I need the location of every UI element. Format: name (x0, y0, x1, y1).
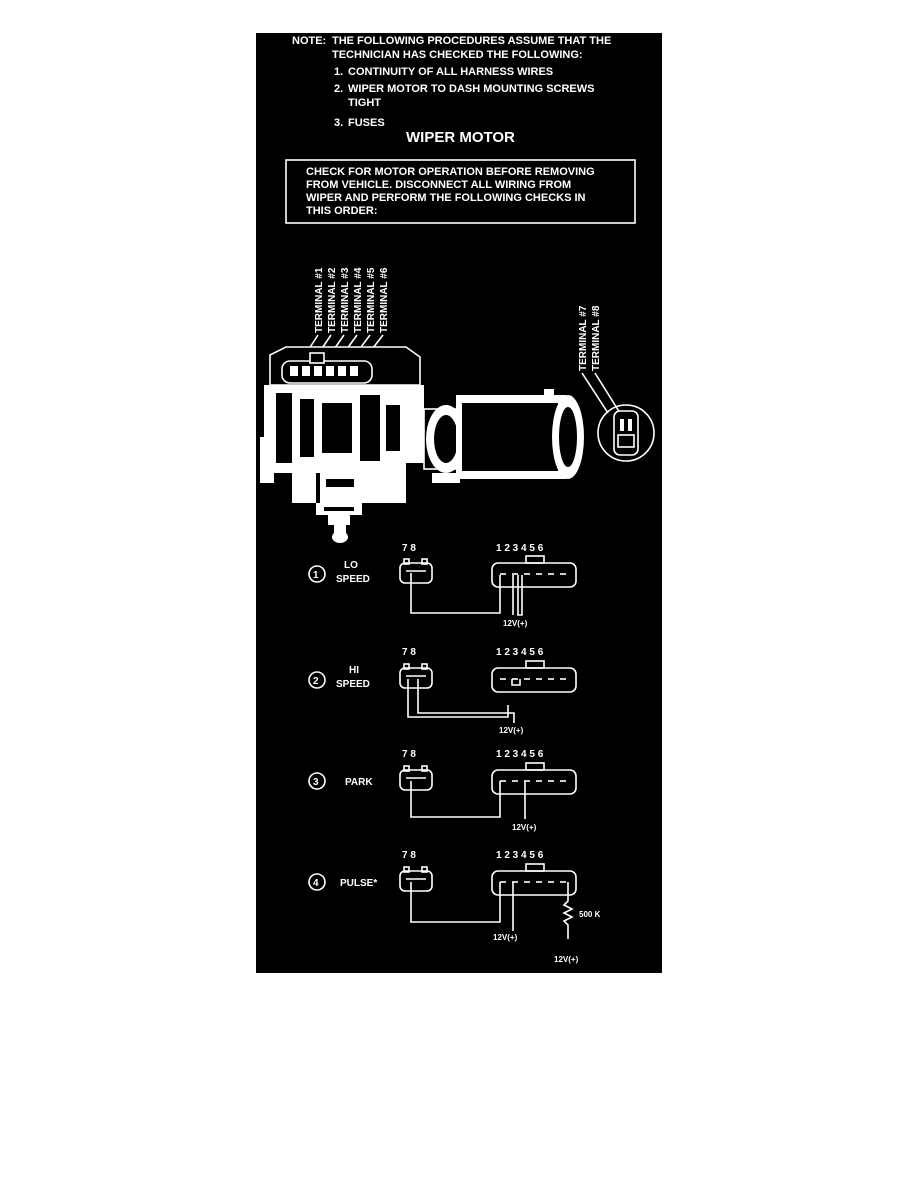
check-4: 7 8 1 2 3 4 5 6 4 PULSE* 12V(+) 500 K 12… (308, 850, 601, 964)
check-2-number: 2 (313, 676, 319, 687)
check-2-pin-numbers-large: 1 2 3 4 5 6 (496, 647, 544, 658)
check-2-pin-numbers-small: 7 8 (402, 647, 416, 658)
check-1-badge (308, 565, 326, 583)
diagram-panel: NOTE: THE FOLLOWING PROCEDURES ASSUME TH… (256, 33, 662, 973)
check-2-jumper-link (511, 679, 521, 686)
check-1-jumper-wire (410, 573, 501, 614)
check-4-small-tab-right (421, 866, 428, 873)
check-2-large-key (525, 660, 545, 669)
check-1-small-tab-left (403, 558, 410, 565)
check-1-label-line-2: SPEED (336, 574, 370, 585)
check-2-small-connector (399, 667, 433, 689)
check-4-large-connector (491, 870, 577, 896)
check-1: 7 8 1 2 3 4 5 6 1 LO SPEED 12V(+) (308, 543, 544, 628)
check-2-large-connector (491, 667, 577, 693)
check-4-resistor-symbol (562, 882, 574, 939)
note-item-2-text-cont: TIGHT (348, 97, 381, 109)
note-item-3-num: 3. (334, 117, 343, 129)
check-2-voltage: 12V(+) (499, 726, 524, 735)
note-item-1-num: 1. (334, 66, 343, 78)
instruction-box (285, 159, 636, 224)
check-4-small-connector (399, 870, 433, 892)
note-item-2-num: 2. (334, 83, 343, 95)
note-line-1: THE FOLLOWING PROCEDURES ASSUME THAT THE (332, 35, 611, 47)
check-3-pin-numbers-large: 1 2 3 4 5 6 (496, 749, 544, 760)
check-3-voltage: 12V(+) (512, 823, 537, 832)
check-4-pin-numbers-small: 7 8 (402, 850, 416, 861)
check-3-number: 3 (313, 777, 319, 788)
note-label: NOTE: (292, 35, 326, 47)
check-4-voltage-right: 12V(+) (554, 955, 579, 964)
check-4-pin-numbers-large: 1 2 3 4 5 6 (496, 850, 544, 861)
check-3-large-key (525, 762, 545, 771)
check-3-label: PARK (345, 777, 373, 788)
check-3-small-tab-left (403, 765, 410, 772)
diagram-title: WIPER MOTOR (406, 129, 515, 146)
note-item-3-text: FUSES (348, 117, 385, 129)
terminal-label-7: TERMINAL #7 (578, 305, 589, 371)
check-1-pin-numbers-small: 7 8 (402, 543, 416, 554)
check-2-jumper-wire-a (407, 679, 509, 718)
terminal-7-8-callout (597, 404, 655, 462)
terminal-label-1: TERMINAL #1 (314, 267, 325, 333)
check-3-jumper-wire (410, 781, 501, 818)
check-1-small-connector (399, 562, 433, 584)
terminal-label-8: TERMINAL #8 (591, 305, 602, 371)
note-line-2: TECHNICIAN HAS CHECKED THE FOLLOWING: (332, 49, 583, 61)
terminal-label-2: TERMINAL #2 (327, 267, 338, 333)
instruction-line-2: FROM VEHICLE. DISCONNECT ALL WIRING FROM (306, 179, 571, 191)
check-1-small-tab-right (421, 558, 428, 565)
wiper-motor-diagram: NOTE: THE FOLLOWING PROCEDURES ASSUME TH… (260, 35, 655, 964)
check-1-pin-numbers-large: 1 2 3 4 5 6 (496, 543, 544, 554)
terminal-label-4: TERMINAL #4 (353, 267, 364, 333)
instruction-line-3: WIPER AND PERFORM THE FOLLOWING CHECKS I… (306, 192, 586, 204)
check-3-small-connector (399, 769, 433, 791)
check-3-badge (308, 772, 326, 790)
check-1-label-line-1: LO (344, 560, 358, 571)
check-3-small-tab-right (421, 765, 428, 772)
check-1-power-lead (517, 575, 523, 616)
check-1-voltage: 12V(+) (503, 619, 528, 628)
check-3-pin-numbers-small: 7 8 (402, 749, 416, 760)
check-4-jumper-wire (410, 882, 501, 923)
note-item-2-text: WIPER MOTOR TO DASH MOUNTING SCREWS (348, 83, 595, 95)
check-diagrams (399, 555, 577, 939)
check-3: 7 8 1 2 3 4 5 6 3 PARK 12V(+) (308, 749, 544, 832)
check-2-small-tab-left (403, 663, 410, 670)
check-4-badge (308, 873, 326, 891)
check-4-large-key (525, 863, 545, 872)
terminal-label-6: TERMINAL #6 (379, 267, 390, 333)
check-4-label: PULSE* (340, 878, 377, 889)
check-4-small-tab-left (403, 866, 410, 873)
check-1-large-connector (491, 562, 577, 588)
instruction-line-4: THIS ORDER: (306, 205, 378, 217)
check-2-jumper-wire-b (417, 679, 515, 723)
terminal-label-3: TERMINAL #3 (340, 267, 351, 333)
check-4-voltage-left: 12V(+) (493, 933, 518, 942)
check-2: 7 8 1 2 3 4 5 6 2 HI SPEED 12V(+) (308, 647, 544, 735)
note-item-1-text: CONTINUITY OF ALL HARNESS WIRES (348, 66, 553, 78)
check-2-label-line-1: HI (349, 665, 359, 676)
check-2-small-tab-right (421, 663, 428, 670)
check-1-number: 1 (313, 570, 319, 581)
instruction-line-1: CHECK FOR MOTOR OPERATION BEFORE REMOVIN… (306, 166, 595, 178)
check-3-large-connector (491, 769, 577, 795)
check-4-number: 4 (313, 878, 319, 889)
wiper-motor-illustration (260, 346, 584, 543)
check-1-large-key (525, 555, 545, 564)
check-2-label-line-2: SPEED (336, 679, 370, 690)
check-2-badge (308, 671, 326, 689)
terminal-label-5: TERMINAL #5 (366, 267, 377, 333)
check-4-resistor: 500 K (579, 910, 601, 919)
